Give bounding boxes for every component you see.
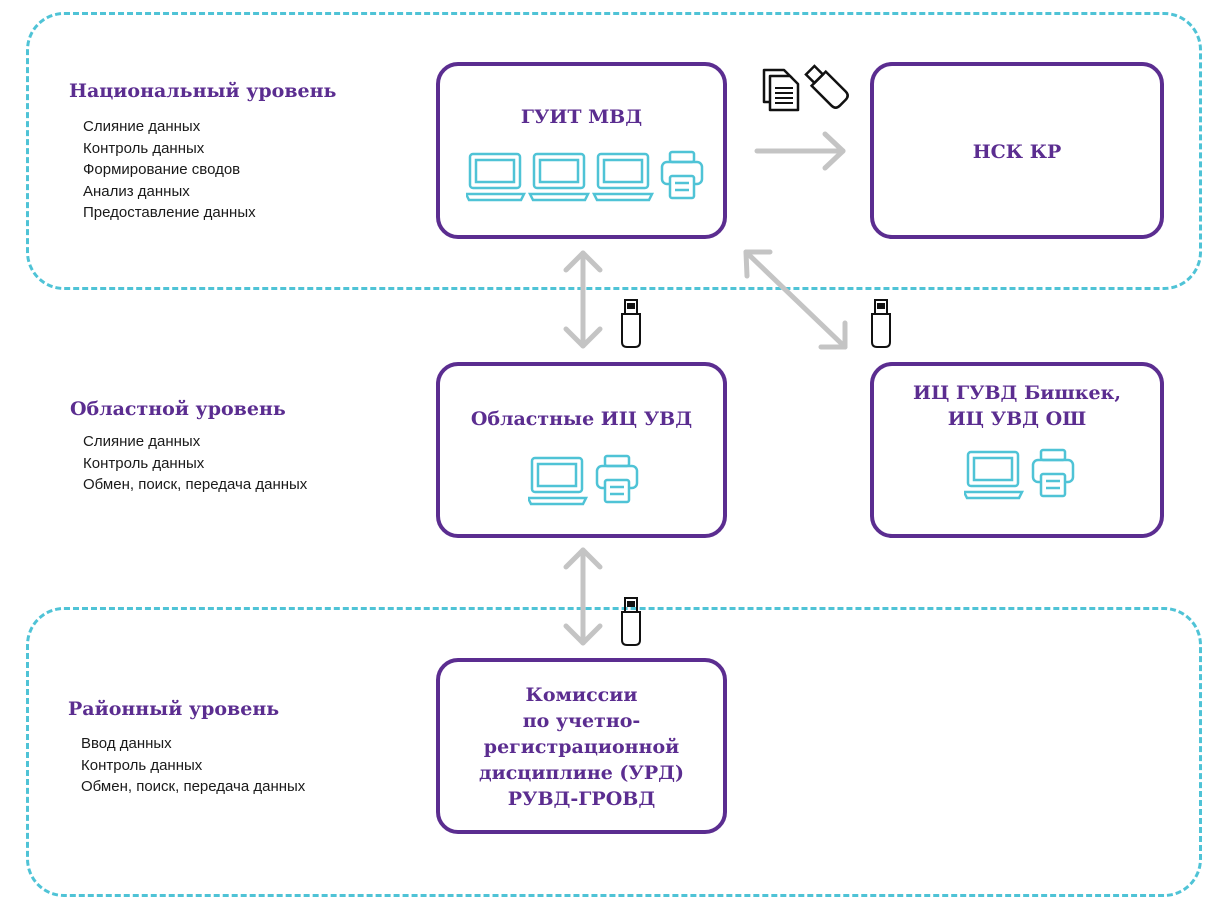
- guit-mvd-title: ГУИТ МВД: [440, 104, 723, 130]
- node-label: ИЦ ГУВД Бишкек,: [913, 382, 1121, 404]
- usb-stick-icon: [621, 299, 641, 348]
- nsk-kr-title: НСК КР: [874, 139, 1160, 165]
- ic-guvd-bishkek-title: ИЦ ГУВД Бишкек, ИЦ УВД ОШ: [874, 380, 1160, 432]
- node-label: ИЦ УВД ОШ: [947, 408, 1087, 430]
- guit-mvd-node: ГУИТ МВД: [436, 62, 727, 239]
- national-level-item: Предоставление данных: [83, 204, 256, 221]
- regional-equipment: [528, 454, 639, 506]
- arrow-obl-kom: [563, 547, 603, 646]
- printer-icon: [1031, 448, 1075, 498]
- laptop-icon: [591, 152, 655, 202]
- national-level-list: Слияние данных Контроль данных Формирова…: [83, 116, 256, 224]
- regional-ic-uvd-node: Областные ИЦ УВД: [436, 362, 727, 538]
- district-level-item: Контроль данных: [81, 756, 203, 774]
- node-label: по учетно-: [522, 710, 641, 732]
- node-label: ГУИТ МВД: [520, 106, 643, 128]
- urd-commissions-node: Комиссии по учетно- регистрационной дисц…: [436, 658, 727, 834]
- district-level-title: Районный уровень: [68, 698, 280, 720]
- national-level-title: Национальный уровень: [69, 80, 337, 102]
- regional-level-item: Слияние данных: [83, 433, 201, 450]
- node-label: дисциплине (УРД): [478, 762, 685, 784]
- arrow-guit-to-nsk: [754, 131, 846, 171]
- urd-commissions-title: Комиссии по учетно- регистрационной дисц…: [440, 682, 723, 812]
- laptop-icon: [466, 152, 527, 202]
- node-label: Комиссии: [525, 684, 638, 706]
- regional-ic-uvd-title: Областные ИЦ УВД: [440, 406, 723, 432]
- printer-icon: [660, 150, 704, 200]
- usb-stick-icon: [621, 597, 641, 646]
- nsk-kr-node: НСК КР: [870, 62, 1164, 239]
- laptop-icon: [528, 456, 589, 506]
- national-level-item: Контроль данных: [83, 139, 205, 157]
- regional-level-item: Контроль данных: [83, 454, 205, 472]
- district-level-item: Обмен, поиск, передача данных: [81, 778, 306, 795]
- national-level-item: Анализ данных: [83, 182, 190, 200]
- node-label: регистрационной: [483, 736, 680, 758]
- national-level-item: Слияние данных: [83, 118, 201, 135]
- arrow-guit-ic: [743, 249, 848, 350]
- node-label: НСК КР: [972, 141, 1062, 163]
- district-level-item: Ввод данных: [81, 735, 172, 752]
- laptop-icon: [964, 450, 1025, 500]
- usb-stick-icon: [871, 299, 891, 348]
- ic-equipment: [964, 448, 1075, 500]
- arrow-guit-obl: [563, 250, 603, 349]
- ic-guvd-bishkek-node: ИЦ ГУВД Бишкек, ИЦ УВД ОШ: [870, 362, 1164, 538]
- regional-level-item: Обмен, поиск, передача данных: [83, 476, 308, 493]
- guit-equipment: [466, 150, 704, 202]
- regional-level-title: Областной уровень: [70, 398, 286, 420]
- district-level-list: Ввод данных Контроль данных Обмен, поиск…: [81, 733, 305, 798]
- laptop-icon: [527, 152, 591, 202]
- node-label: Областные ИЦ УВД: [470, 408, 693, 430]
- node-label: РУВД-ГРОВД: [507, 788, 656, 810]
- printer-icon: [595, 454, 639, 504]
- documents-icon: [762, 68, 800, 112]
- national-level-item: Формирование сводов: [83, 161, 241, 178]
- national-level-zone: [26, 12, 1202, 290]
- usb-stick-icon: [804, 64, 849, 109]
- regional-level-list: Слияние данных Контроль данных Обмен, по…: [83, 431, 307, 496]
